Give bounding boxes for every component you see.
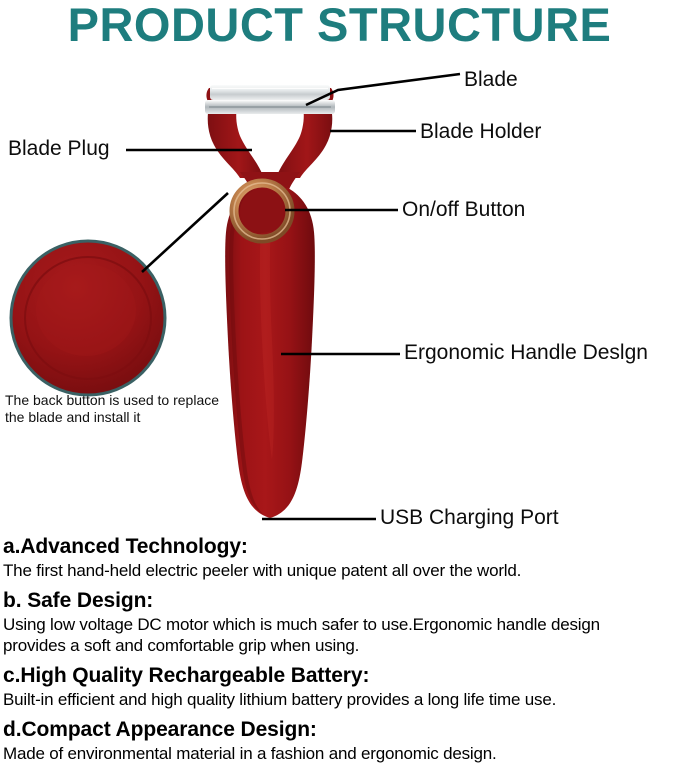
feature-item: a.Advanced Technology: The first hand-he… bbox=[3, 533, 679, 581]
feature-heading: b. Safe Design: bbox=[3, 589, 154, 612]
callout-label-ergonomic-handle: Ergonomic Handle Deslgn bbox=[404, 341, 648, 364]
inset-caption-line-2: the blade and install it bbox=[5, 409, 141, 425]
feature-heading: a.Advanced Technology: bbox=[3, 535, 248, 558]
callout-label-usb-charging-port: USB Charging Port bbox=[380, 506, 559, 529]
blade-holder-left-arm bbox=[207, 95, 264, 178]
onoff-button[interactable] bbox=[229, 178, 295, 244]
inset-caption-line-1: The back button is used to replace bbox=[5, 392, 220, 408]
leader-blade bbox=[305, 72, 461, 107]
inset-circle bbox=[9, 239, 167, 397]
feature-heading: c.High Quality Rechargeable Battery: bbox=[3, 664, 370, 687]
peeler-body bbox=[206, 87, 334, 518]
feature-body: Built-in efficient and high quality lith… bbox=[3, 690, 557, 709]
page-title: PRODUCT STRUCTURE bbox=[67, 0, 612, 51]
handle-body bbox=[225, 188, 315, 518]
handle-highlight bbox=[259, 200, 282, 460]
feature-body-line-2: provides a soft and comfortable grip whe… bbox=[3, 636, 360, 655]
feature-item: b. Safe Design: Using low voltage DC mot… bbox=[3, 587, 679, 656]
callout-label-blade: Blade bbox=[464, 68, 518, 91]
blade-top-bar bbox=[210, 85, 330, 100]
features-list: a.Advanced Technology: The first hand-he… bbox=[3, 533, 679, 770]
feature-item: d.Compact Appearance Design: Made of env… bbox=[3, 716, 679, 764]
product-diagram bbox=[9, 72, 461, 521]
onoff-button-center bbox=[240, 189, 284, 233]
feature-body-line-1: Using low voltage DC motor which is much… bbox=[3, 615, 600, 634]
callout-label-blade-holder: Blade Holder bbox=[420, 120, 542, 143]
feature-item: c.High Quality Rechargeable Battery: Bui… bbox=[3, 662, 679, 710]
inset-caption: The back button is used to replace the b… bbox=[5, 392, 230, 426]
leader-lines bbox=[126, 72, 461, 521]
callout-label-onoff-button: On/off Button bbox=[402, 198, 526, 221]
feature-body: Made of environmental material in a fash… bbox=[3, 744, 497, 763]
callout-label-blade-plug: Blade Plug bbox=[8, 137, 110, 160]
leader-inset-connector bbox=[141, 192, 229, 273]
inset-button-face bbox=[36, 264, 136, 356]
feature-heading: d.Compact Appearance Design: bbox=[3, 718, 317, 741]
blade-assembly bbox=[205, 85, 335, 114]
back-button-inset bbox=[9, 239, 167, 397]
blade-holder-right-arm bbox=[276, 95, 333, 178]
feature-body: The first hand-held electric peeler with… bbox=[3, 561, 522, 580]
peeler-illustration bbox=[9, 72, 461, 521]
inset-inner-ring bbox=[24, 256, 152, 380]
